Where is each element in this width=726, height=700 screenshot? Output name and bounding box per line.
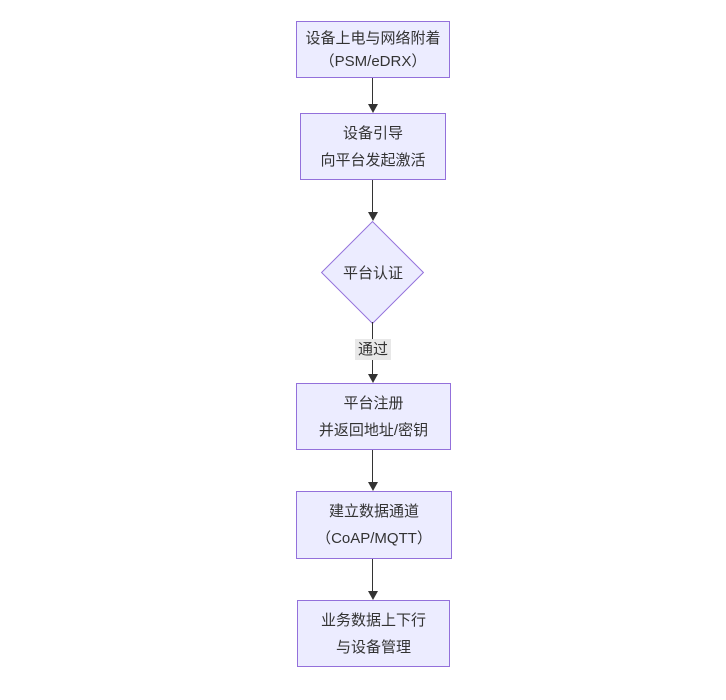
flowchart-node-register: 平台注册 并返回地址/密钥 xyxy=(296,383,451,450)
node-bootstrap-line-2: 向平台发起激活 xyxy=(320,151,426,169)
flowchart-node-bootstrap: 设备引导 向平台发起激活 xyxy=(300,113,446,180)
node-bootstrap-line-1: 设备引导 xyxy=(342,124,403,142)
arrowhead-icon xyxy=(368,212,378,221)
flowchart-node-business: 业务数据上下行 与设备管理 xyxy=(297,600,450,667)
node-channel-line-1: 建立数据通道 xyxy=(328,503,419,520)
flowchart-node-channel: 建立数据通道 （CoAP/MQTT） xyxy=(296,491,452,559)
edge-register-to-channel xyxy=(372,450,373,482)
arrowhead-icon xyxy=(368,104,378,113)
node-register-line-2: 并返回地址/密钥 xyxy=(318,421,429,439)
node-business-line-2: 与设备管理 xyxy=(335,638,411,656)
flowchart-node-attach: 设备上电与网络附着 （PSM/eDRX） xyxy=(296,21,450,78)
node-register-line-1: 平台注册 xyxy=(343,394,404,412)
arrowhead-icon xyxy=(368,374,378,383)
edge-bootstrap-to-auth xyxy=(372,180,373,212)
edge-label-pass: 通过 xyxy=(354,339,392,360)
arrowhead-icon xyxy=(368,482,378,491)
edge-attach-to-bootstrap xyxy=(372,78,373,104)
edge-channel-to-business xyxy=(372,559,373,591)
node-business-line-1: 业务数据上下行 xyxy=(320,611,426,629)
node-auth-label: 平台认证 xyxy=(342,264,403,282)
node-channel-line-2: （CoAP/MQTT） xyxy=(316,530,432,547)
node-attach-line-1: 设备上电与网络附着 xyxy=(305,29,441,47)
arrowhead-icon xyxy=(368,591,378,600)
node-attach-line-2: （PSM/eDRX） xyxy=(319,52,427,70)
